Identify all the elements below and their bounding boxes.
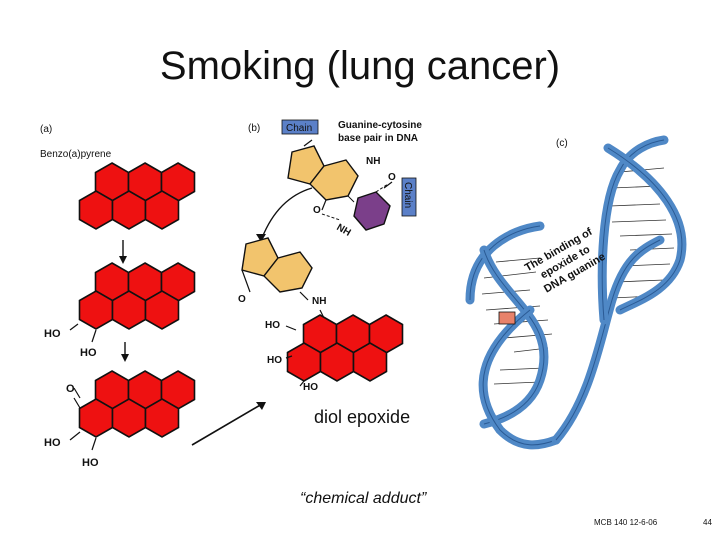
adduct-marker <box>498 311 516 325</box>
panel-b-label: (b) <box>248 123 260 134</box>
panel-c-label: (c) <box>556 138 568 149</box>
ho-label-b1: HO <box>265 320 280 331</box>
epoxide-o-label: O <box>66 383 75 395</box>
o-label-right: O <box>388 172 396 183</box>
pair-title-2: base pair in DNA <box>338 133 418 144</box>
diol-epoxide-label: diol epoxide <box>314 407 410 427</box>
dna-double-helix <box>465 135 687 450</box>
benzopyrene-label: Benzo(a)pyrene <box>40 149 112 160</box>
o-label-left: O <box>313 205 321 216</box>
pair-title-1: Guanine-cytosine <box>338 120 422 131</box>
nh-label-top: NH <box>366 156 380 167</box>
ho-label-a2: HO <box>80 347 97 359</box>
slide-title: Smoking (lung cancer) <box>159 44 561 88</box>
benzopyrene-molecule <box>78 162 196 230</box>
chemical-adduct-caption: “chemical adduct” <box>300 490 427 507</box>
ho-label-b2: HO <box>267 355 282 366</box>
panel-a-label: (a) <box>40 124 52 135</box>
diol-epoxide-molecule-a <box>69 370 196 451</box>
curved-arrow <box>256 187 313 242</box>
chain-label-top: Chain <box>286 123 312 134</box>
course-label: MCB 140 12-6-06 <box>594 518 658 527</box>
ho-label-b3: HO <box>303 382 318 393</box>
ho-label-a4: HO <box>82 457 99 469</box>
gc-pair <box>287 139 393 231</box>
o-label-guanine: O <box>238 294 246 305</box>
nh-label-adduct: NH <box>312 296 326 307</box>
chain-box-side <box>401 177 417 217</box>
chain-box-top <box>281 119 319 135</box>
down-arrow-1 <box>119 240 127 264</box>
ho-label-a3: HO <box>44 437 61 449</box>
ho-label-a1: HO <box>44 328 61 340</box>
adduct-molecule <box>241 237 404 387</box>
chain-label-side: Chain <box>402 182 413 208</box>
dihydrodiol-molecule <box>69 262 196 343</box>
down-arrow-2 <box>121 342 129 362</box>
page-number: 44 <box>703 518 712 527</box>
nh-label-bottom: NH <box>335 222 353 239</box>
diagonal-arrow <box>191 402 266 446</box>
